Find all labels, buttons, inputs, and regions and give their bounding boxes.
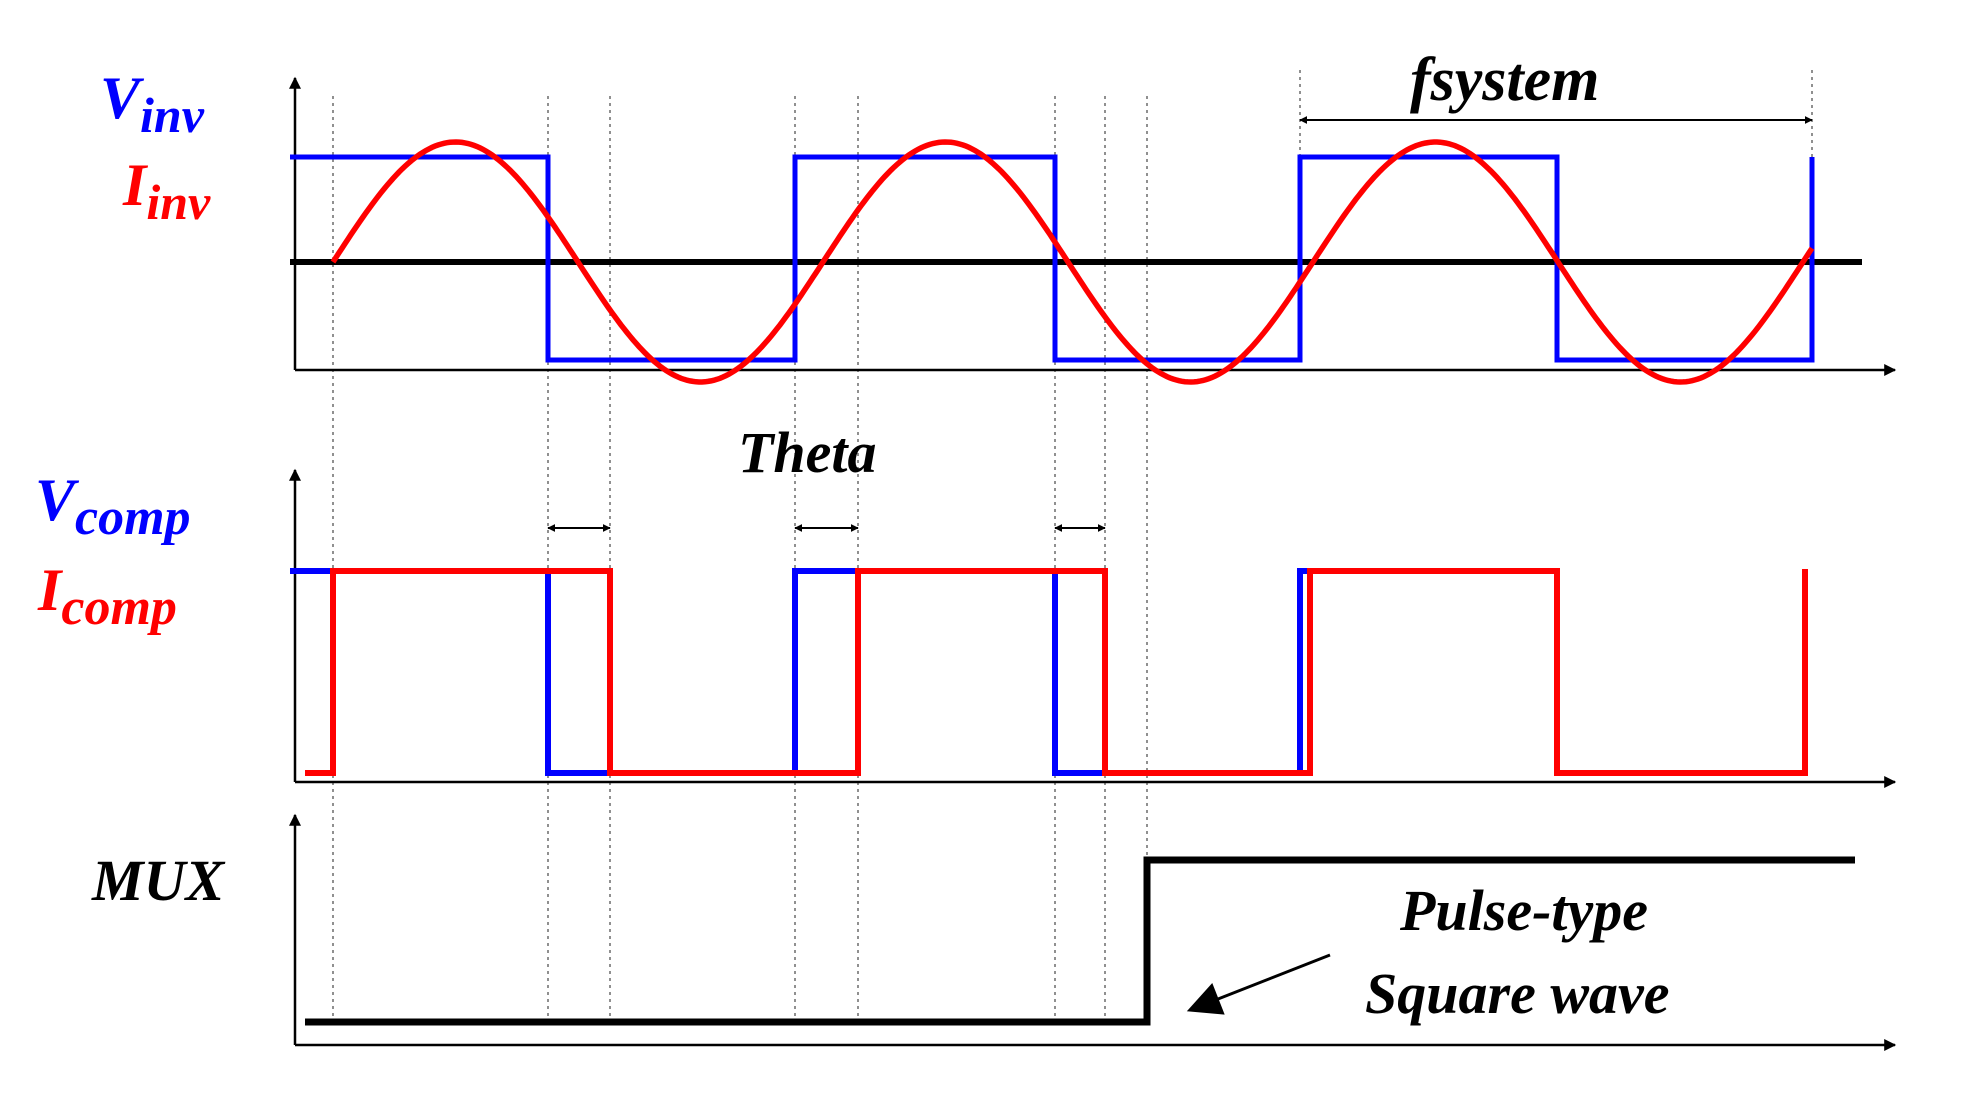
- theta-label: Theta: [738, 420, 877, 485]
- inverter-current-waveform: [330, 139, 1815, 385]
- comparator-voltage-waveform: [290, 568, 1808, 776]
- axes: [289, 76, 1897, 1051]
- period-label: fsystem: [1410, 46, 1599, 114]
- mux-waveform: [305, 856, 1855, 1026]
- mux-label: MUX: [91, 848, 225, 913]
- annotation-line-2: Square wave: [1365, 961, 1670, 1026]
- annotation-line-1: Pulse-type: [1399, 878, 1648, 943]
- comparator-current-waveform: [305, 568, 1808, 776]
- inverter-voltage-waveform: [290, 154, 1815, 363]
- guide-lines: [332, 70, 1813, 1018]
- comparator-current-label: Icomp: [37, 557, 177, 636]
- inverter-voltage-label: Vinv: [100, 65, 205, 143]
- comparator-voltage-label: Vcomp: [35, 467, 191, 546]
- annotation-arrow: [1186, 953, 1331, 1015]
- inverter-current-label: Iinv: [122, 152, 211, 230]
